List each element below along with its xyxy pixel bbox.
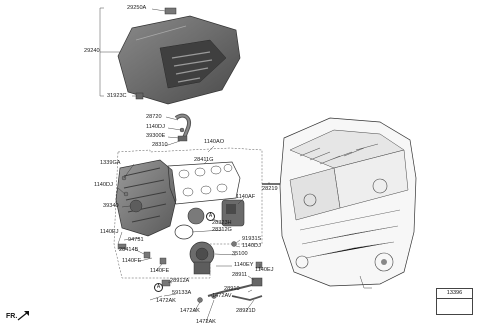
label-28910: 28910 (224, 286, 240, 292)
label-1140FE-left: 1140FE (122, 258, 142, 264)
label-28219: 28219 (262, 186, 278, 192)
label-1140EJ-right: 1140EJ (255, 267, 274, 273)
label-28912A: 28912A (170, 278, 190, 284)
manifold-gasket-part (167, 161, 241, 205)
label-1140EJ-left: 1140EJ (100, 229, 119, 235)
label-1140AF: 1140AF (236, 194, 256, 200)
label-39340: 39340 (103, 203, 119, 209)
label-1140DJ-left: 1140DJ (94, 182, 113, 188)
intake-assembly-group-box (113, 147, 263, 279)
leader-lines (99, 7, 270, 323)
label-59133A: 59133A (172, 290, 192, 296)
label-29250A: 29250A (127, 5, 147, 11)
intake-manifold-part (115, 159, 177, 237)
label-28323H: 28323H (212, 220, 232, 226)
sensor-parts (117, 175, 237, 287)
label-28911: 28911 (232, 272, 248, 278)
reference-mark-a-lower: A (154, 283, 163, 292)
label-29240: 29240 (84, 48, 100, 54)
engine-cover-part (117, 15, 241, 105)
label-1339GA: 1339GA (100, 160, 121, 166)
label-1140EY: 1140EY (234, 262, 254, 268)
label-28720: 28720 (146, 114, 162, 120)
label-1140AO: 1140AO (204, 139, 225, 145)
label-1472AV: 1472AV (212, 293, 232, 299)
label-28310: 28310 (152, 142, 168, 148)
turbo-part (189, 241, 215, 275)
cover-bracket-part (164, 7, 177, 15)
label-28921D: 28921D (236, 308, 256, 314)
label-39300E: 39300E (146, 133, 166, 139)
label-31923C: 31923C (107, 93, 127, 99)
cover-grommet-part (135, 92, 144, 100)
pcv-hose-assembly (197, 261, 263, 303)
label-35100: 35100 (232, 251, 248, 257)
label-1472AK-middle: 1472AK (180, 308, 200, 314)
label-94751: 94751 (128, 237, 144, 243)
reference-mark-a-upper: A (206, 212, 215, 221)
label-1140FE-bottom: 1140FE (150, 268, 170, 274)
throttle-body-part (187, 199, 245, 227)
label-1140DJ-top: 1140DJ (146, 124, 165, 130)
label-28411G: 28411G (194, 157, 214, 163)
label-1472AK-bottom: 1472AK (196, 319, 216, 325)
throttle-gasket-part (174, 224, 194, 240)
label-28414B: 28414B (119, 247, 139, 253)
label-1472AK-left: 1472AK (156, 298, 176, 304)
legend-box: 13396 (436, 288, 473, 315)
front-direction-label: FR. (6, 313, 18, 320)
label-1140DJ-right: 1140DJ (242, 243, 261, 249)
engine-block-part (279, 117, 417, 289)
front-direction-arrow-icon (17, 311, 29, 321)
intake-hose-part (174, 113, 191, 139)
label-91931S: 91931S (242, 236, 262, 242)
legend-title: 13396 (437, 289, 472, 299)
label-28312G: 28312G (212, 227, 232, 233)
